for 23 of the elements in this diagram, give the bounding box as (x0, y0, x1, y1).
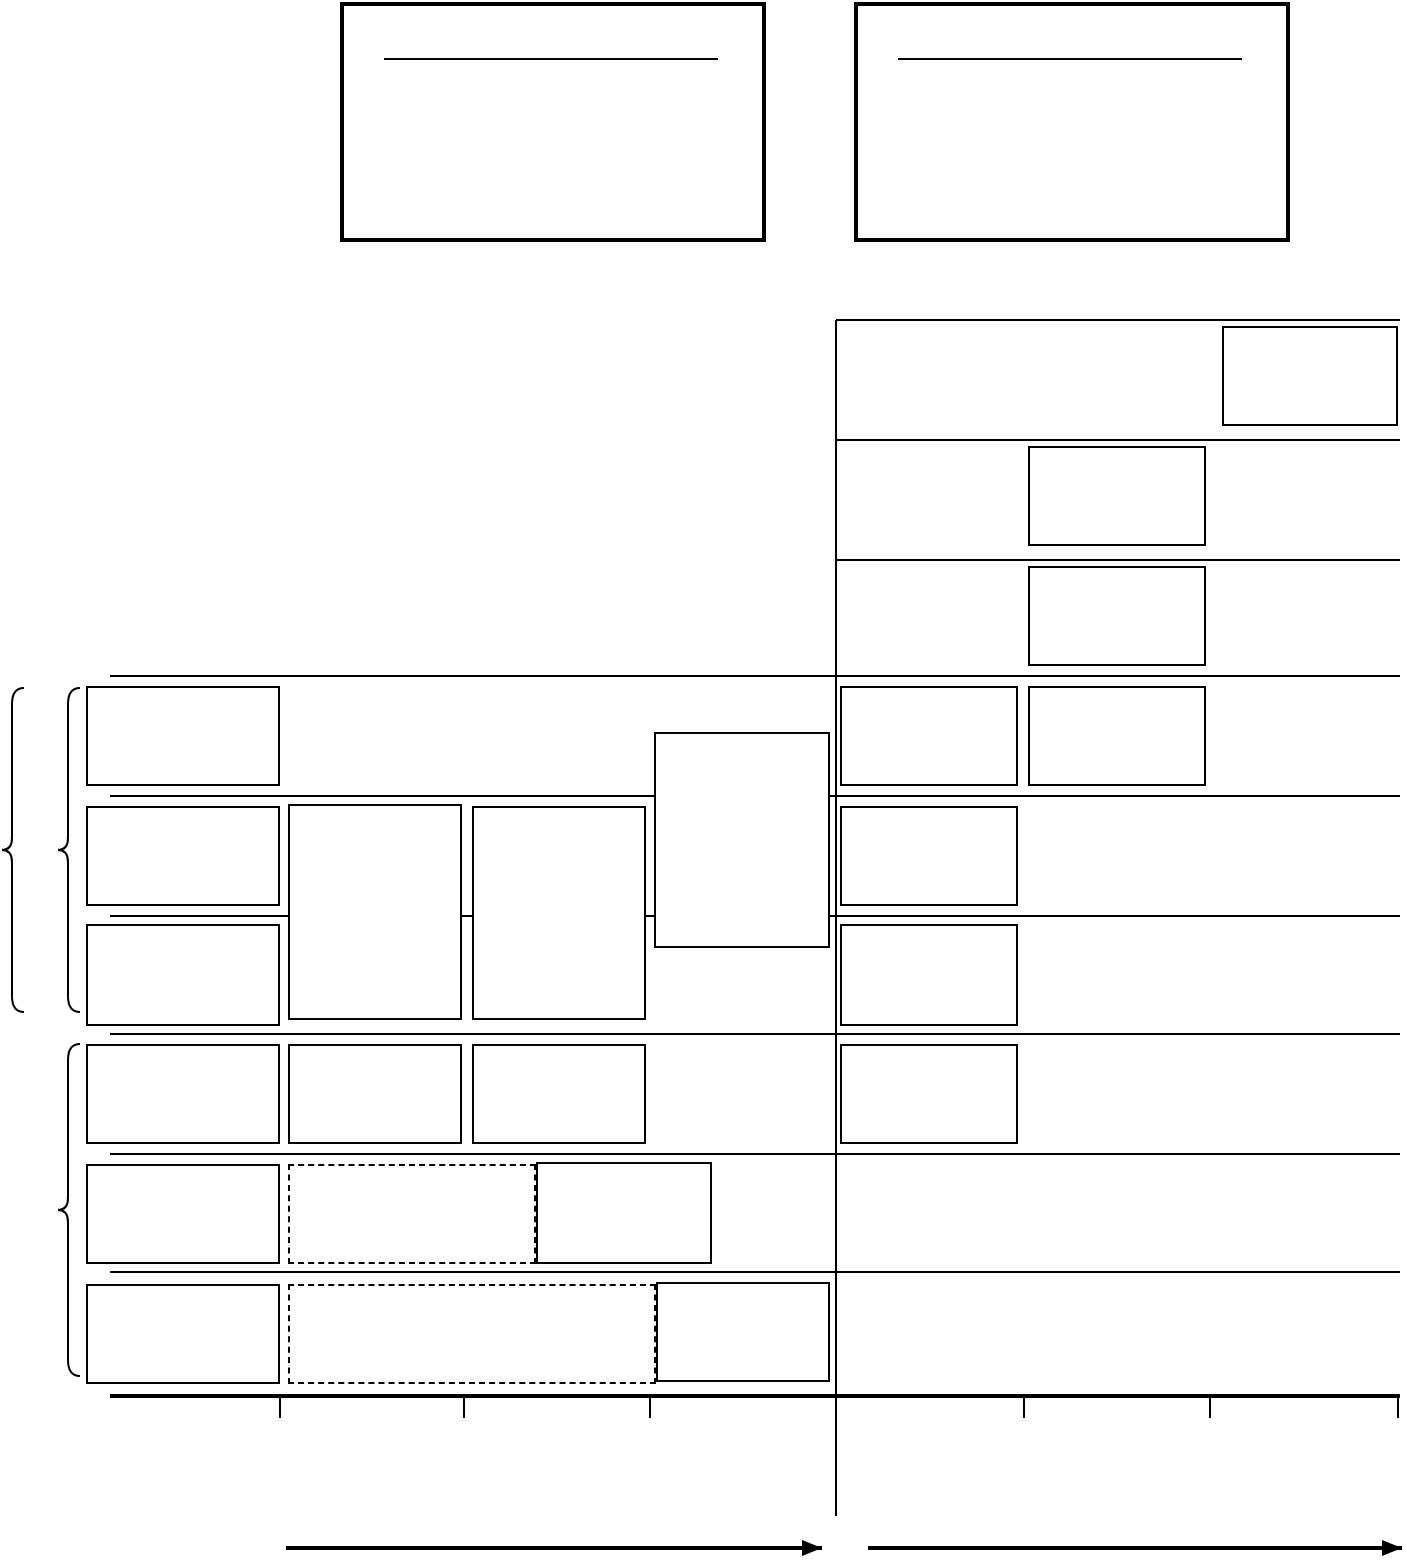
empty-box (472, 806, 646, 1020)
empty-box (654, 732, 830, 948)
dashed-box (288, 1164, 536, 1264)
card-box (340, 2, 766, 242)
dashed-box (288, 1284, 656, 1384)
empty-box (86, 1164, 280, 1264)
empty-box (86, 924, 280, 1026)
empty-box (472, 1044, 646, 1144)
empty-box (288, 804, 462, 1020)
empty-box (86, 1284, 280, 1384)
card-box (854, 2, 1290, 242)
empty-box (288, 1044, 462, 1144)
empty-box (1028, 446, 1206, 546)
empty-box (1028, 686, 1206, 786)
empty-box (86, 806, 280, 906)
empty-box (86, 1044, 280, 1144)
empty-box (86, 686, 280, 786)
empty-box (840, 924, 1018, 1026)
empty-box (840, 806, 1018, 906)
empty-box (840, 686, 1018, 786)
empty-box (840, 1044, 1018, 1144)
empty-box (1028, 566, 1206, 666)
empty-box (1222, 326, 1398, 426)
